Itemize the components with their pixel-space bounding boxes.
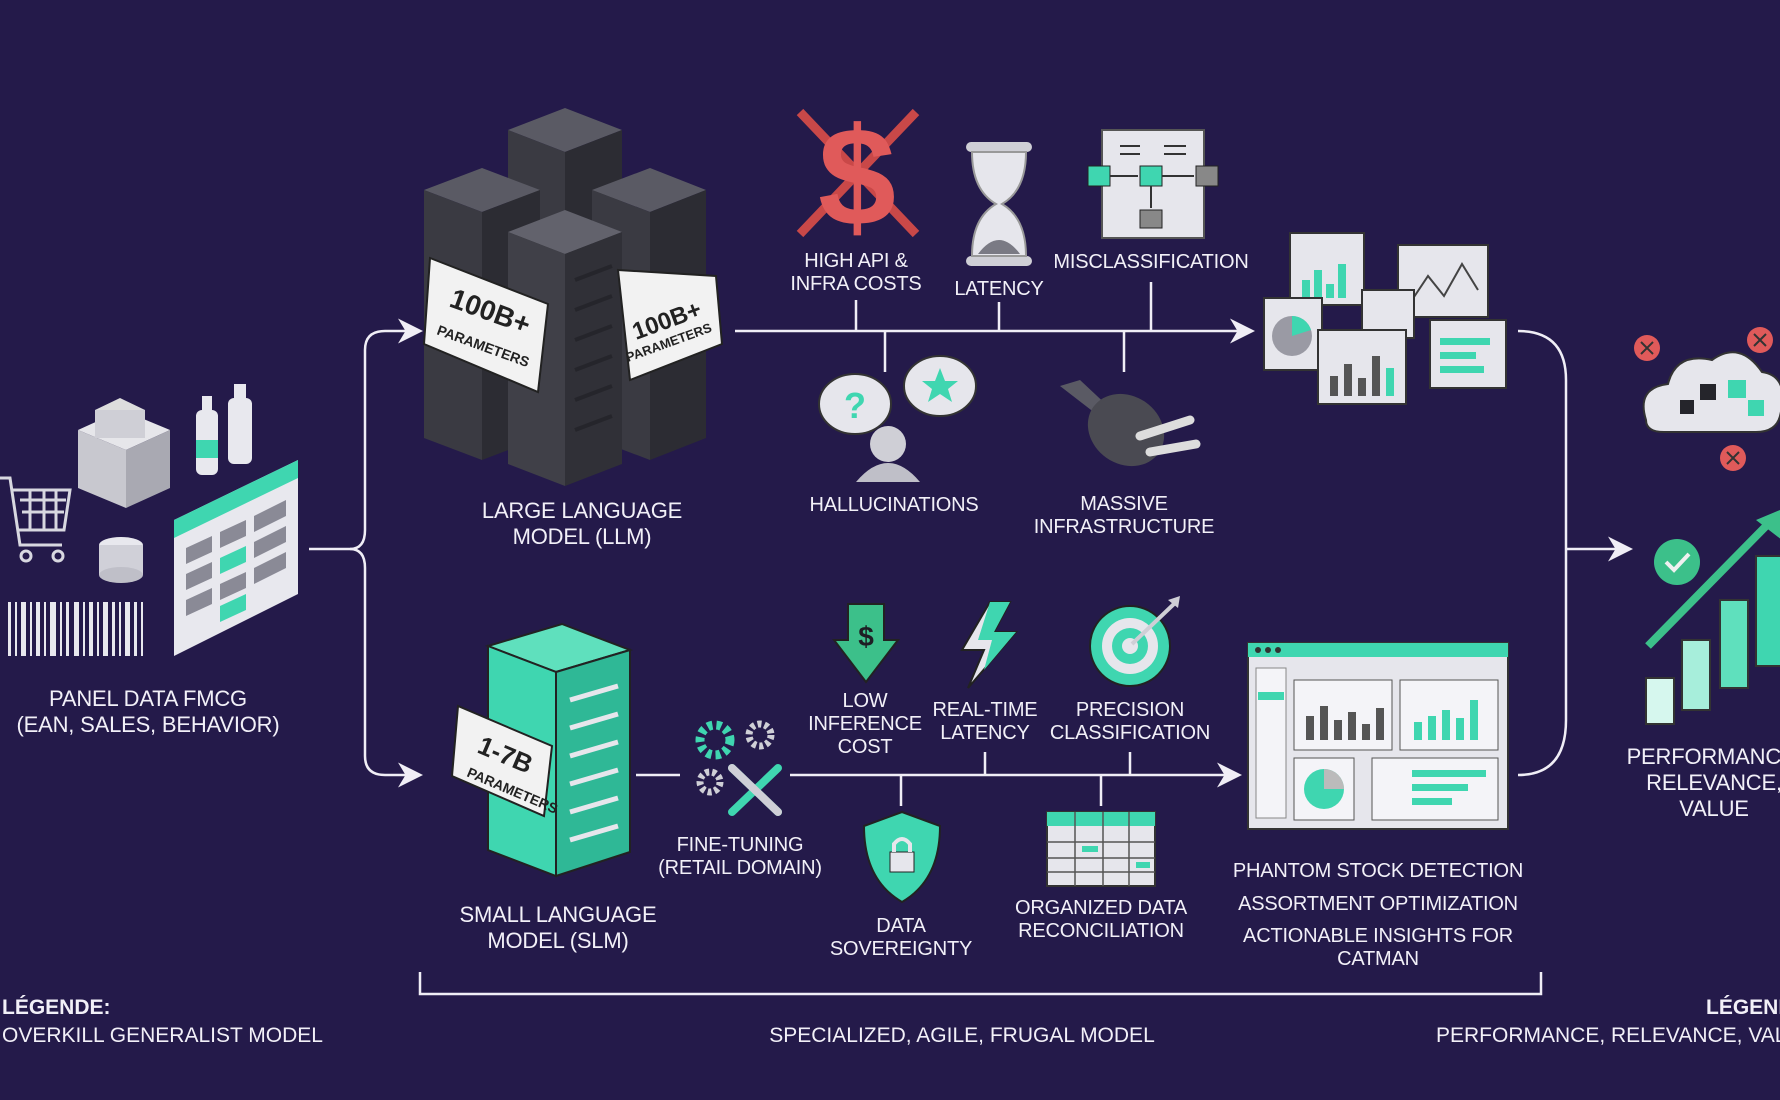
check-badge-icon xyxy=(1654,539,1700,585)
label-line: LARGE LANGUAGE xyxy=(481,498,683,523)
slm-server-icon: 1-7B PARAMETERS xyxy=(450,622,634,878)
analytics-charts-icon xyxy=(1263,232,1507,405)
label-line: VALUE xyxy=(1679,796,1749,821)
label-line: INFRA COSTS xyxy=(790,273,922,295)
target-icon xyxy=(1089,596,1180,687)
label-line: RECONCILIATION xyxy=(1018,920,1184,942)
spreadsheet-window-icon xyxy=(174,460,298,656)
label-line: PANEL DATA FMCG xyxy=(49,686,247,711)
hallucination-speech-bubbles-icon: ? xyxy=(818,355,977,482)
lightning-icon xyxy=(960,601,1019,689)
panel-data-label: PANEL DATA FMCG(EAN, SALES, BEHAVIOR) xyxy=(17,686,280,738)
label-line: PERFORMANCE, xyxy=(1626,744,1780,769)
legend-left-title: LÉGENDE: xyxy=(2,996,111,1019)
shield-lock-icon xyxy=(862,810,942,904)
legend-center-text: SPECIALIZED, AGILE, FRUGAL MODEL xyxy=(769,1024,1155,1047)
svg-text:?: ? xyxy=(844,385,866,426)
label-line: (EAN, SALES, BEHAVIOR) xyxy=(16,712,280,737)
label-line: ACTIONABLE INSIGHTS FOR xyxy=(1243,925,1513,947)
growth-bar-chart-icon xyxy=(1645,510,1780,725)
barcode-icon xyxy=(8,602,143,656)
latency-label: LATENCY xyxy=(954,278,1044,300)
label-line: CLASSIFICATION xyxy=(1049,722,1211,744)
label-line: MASSIVE xyxy=(1080,493,1168,515)
llm-server-cluster-icon: 100B+ PARAMETERS 100B+ PARAMETERS xyxy=(422,108,724,486)
label-line: RELEVANCE, xyxy=(1646,770,1780,795)
label-line: DATA xyxy=(876,915,926,937)
label-line: LATENCY xyxy=(940,722,1030,744)
error-x-icon xyxy=(1634,335,1660,361)
hallucinations-label: HALLUCINATIONS xyxy=(809,494,979,516)
svg-text:$: $ xyxy=(818,98,896,255)
label-line: PRECISION xyxy=(1075,699,1185,721)
parameters-tag-right: 100B+ PARAMETERS xyxy=(616,268,724,382)
data-table-icon xyxy=(1046,811,1156,887)
error-x-icon xyxy=(1720,445,1746,471)
misclassification-flowchart-icon xyxy=(1087,129,1219,239)
dashboard-window-icon xyxy=(1247,642,1509,830)
gears-wrench-icon xyxy=(695,720,782,816)
down-arrow-dollar-icon: $ xyxy=(831,603,901,684)
high-api-costs-label: HIGH API &INFRA COSTS xyxy=(790,250,921,296)
label-line: REAL-TIME xyxy=(932,699,1038,721)
panel-data-icon xyxy=(0,384,298,656)
error-x-icon xyxy=(1747,327,1773,353)
label-line: (RETAIL DOMAIN) xyxy=(658,857,822,879)
label-line: INFERENCE xyxy=(808,713,922,735)
broken-cloud-icon xyxy=(1634,327,1780,471)
phantom-stock-label: PHANTOM STOCK DETECTION xyxy=(1232,860,1524,882)
label-line: COST xyxy=(837,736,893,758)
shopping-cart-icon xyxy=(0,476,72,563)
parameters-tag-left: 100B+ PARAMETERS xyxy=(422,256,550,394)
label-line: FINE-TUNING xyxy=(676,834,804,856)
result-label: PERFORMANCE,RELEVANCE,VALUE xyxy=(1627,744,1780,822)
label-line: SMALL LANGUAGE xyxy=(459,902,657,927)
label-line: HIGH API & xyxy=(804,250,908,272)
label-line: SOVEREIGNTY xyxy=(829,938,973,960)
fine-tuning-label: FINE-TUNING(RETAIL DOMAIN) xyxy=(658,834,822,880)
label-line: CATMAN xyxy=(1337,948,1419,970)
hourglass-icon xyxy=(966,142,1032,266)
label-line: ORGANIZED DATA xyxy=(1014,897,1188,919)
misclassification-label: MISCLASSIFICATION xyxy=(1053,251,1249,273)
svg-text:$: $ xyxy=(858,621,874,652)
legend-right-title: LÉGENDE: xyxy=(1706,996,1780,1019)
legend-right-text: PERFORMANCE, RELEVANCE, VALUE xyxy=(1436,1024,1780,1047)
label-line: MODEL (SLM) xyxy=(487,928,629,953)
unplugged-plug-icon xyxy=(1060,380,1201,467)
boxes-icon xyxy=(78,398,170,508)
label-line: MODEL (LLM) xyxy=(512,524,652,549)
legend-left-text: OVERKILL GENERALIST MODEL xyxy=(2,1024,323,1047)
label-line: INFRASTRUCTURE xyxy=(1033,516,1215,538)
crossed-dollar-icon: $ xyxy=(796,98,920,255)
assortment-optimization-label: ASSORTMENT OPTIMIZATION xyxy=(1238,893,1518,915)
database-icon xyxy=(99,537,143,583)
flow-connectors xyxy=(309,282,1628,996)
label-line: LOW xyxy=(842,690,888,712)
bottles-icon xyxy=(196,384,252,475)
